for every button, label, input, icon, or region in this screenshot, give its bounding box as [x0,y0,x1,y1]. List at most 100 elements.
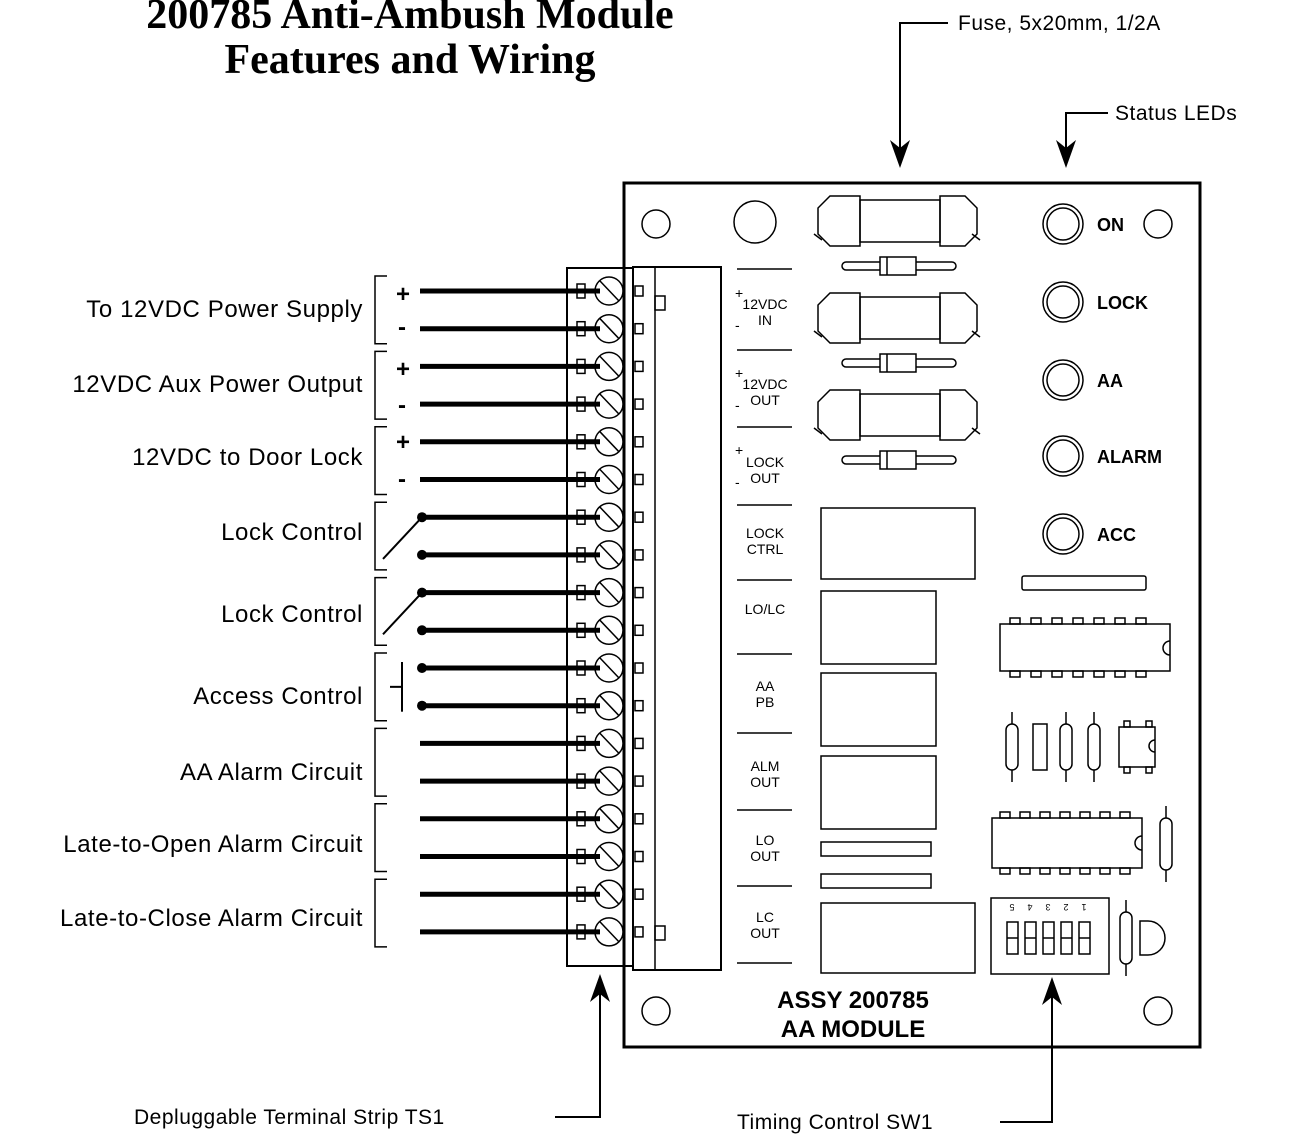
title-line-1: 200785 Anti-Ambush Module [146,0,673,38]
resistor [1087,712,1101,782]
terminal-label-alm-out-line1: ALM [751,758,780,774]
strip-pin-top [654,295,666,311]
wire-group-bracket [374,426,387,496]
dip-switch-number: 3 [1045,902,1050,912]
board-label-line-1: ASSY 200785 [777,987,929,1014]
ic-pin [1019,811,1031,819]
small-components [1005,712,1173,976]
terminal-pin [634,624,644,637]
terminal-callout-arrowhead [590,974,610,1002]
wiring-label-power-supply: To 12VDC Power Supply [86,296,363,323]
push-button-contact [417,700,427,711]
terminal-label-lock-out-line2: OUT [750,470,780,486]
dip-switch-number: 1 [1081,902,1086,912]
ic-pin [1099,811,1111,819]
ic-pin [1039,811,1051,819]
board-outline [622,181,1202,1049]
fuse [813,195,981,247]
ic-pin [1093,617,1105,625]
timing-callout-arrowhead [1042,977,1062,1005]
wire-minus-sign: - [398,314,406,341]
terminal-minus-sign: - [735,397,740,413]
terminal-pin [634,888,644,900]
ic-pin [1051,670,1063,678]
board-label-line-2: AA MODULE [781,1016,925,1043]
terminal-label-lock-out-line1: LOCK [746,454,785,470]
leds-callout-arrowhead [1056,140,1076,168]
terminal-minus-sign: - [735,317,740,333]
push-button-contact [417,663,427,673]
resistor [1119,900,1133,976]
wire-minus-sign: - [398,392,406,419]
title-line-2: Features and Wiring [224,37,595,83]
terminal-label-lc-out-line1: LC [756,909,774,925]
wire-group-bracket [374,501,387,571]
wire-plus-sign: + [396,281,410,308]
large-hole [733,200,777,244]
dip-switch-number: 4 [1027,902,1032,912]
ic-pin [1079,867,1091,875]
terminal-pin [634,926,644,938]
switch-contact [417,549,427,560]
mounting-hole [641,209,671,239]
resistor [1159,806,1173,882]
leds-callout-label: Status LEDs [1115,102,1237,125]
status-led-label-alarm: ALARM [1097,447,1162,467]
wire-group-bracket [374,803,387,873]
capacitor [1032,723,1048,771]
status-led [1042,281,1084,323]
wire-group [374,275,600,948]
wire-plus-sign: + [396,429,410,456]
switch-arm [382,516,423,560]
wiring-label-late-to-open: Late-to-Open Alarm Circuit [63,831,363,858]
ic-pin [1093,670,1105,678]
relay [820,755,937,830]
wiring-label-access-control: Access Control [193,683,363,710]
terminal-label-lock-ctrl-line1: LOCK [746,525,785,541]
transistor [1139,920,1166,956]
terminal-pin [634,549,644,561]
ic-pin [1119,867,1131,875]
terminal-callout-label: Depluggable Terminal Strip TS1 [134,1106,445,1129]
terminal-label-lo-out-line1: LO [756,832,775,848]
ic-pin [1135,670,1147,678]
dip-switch-sw1 [990,897,1110,975]
ic-pin [1072,617,1084,625]
terminal-label-alm-out-line2: OUT [750,774,780,790]
diode [841,450,957,470]
diode [841,353,957,373]
ic-pin [1051,617,1063,625]
diode [841,256,957,276]
ic-pin [1009,617,1021,625]
wire-group-bracket [374,652,387,722]
ic-chip [999,617,1171,678]
wiring-label-door-lock: 12VDC to Door Lock [132,444,363,471]
ic-pin [1119,811,1131,819]
wire-group-bracket [374,576,387,647]
status-led-label-lock: LOCK [1097,293,1148,313]
ic-pin [1019,867,1031,875]
terminal-label-aa-pb-line2: PB [756,694,775,710]
terminal-pin [634,586,644,599]
terminal-label-aa-pb-line1: AA [756,678,775,694]
wiring-label-late-to-close: Late-to-Close Alarm Circuit [60,905,363,932]
resistor [1005,712,1019,782]
terminal-label-12vdc-in-line1: 12VDC [742,296,787,312]
terminal-pin [634,775,644,787]
ic-pin [1099,867,1111,875]
fuse [813,292,981,344]
wire-plus-sign: + [396,356,410,383]
wiring-label-group: To 12VDC Power Supply 12VDC Aux Power Ou… [60,296,363,932]
status-led-group: ON LOCK AA ALARM ACC [1042,203,1162,555]
wiring-label-lock-control: Lock Control [221,519,363,546]
ic-pin [1114,617,1126,625]
status-led-label-on: ON [1097,215,1124,235]
status-led-label-aa: AA [1097,371,1123,391]
status-led-label-acc: ACC [1097,525,1136,545]
status-led [1042,513,1084,555]
terminal-pin [634,360,644,373]
status-led [1042,203,1084,245]
terminal-pin [634,398,644,410]
resistor [1059,712,1073,782]
ic-pin [999,867,1011,875]
